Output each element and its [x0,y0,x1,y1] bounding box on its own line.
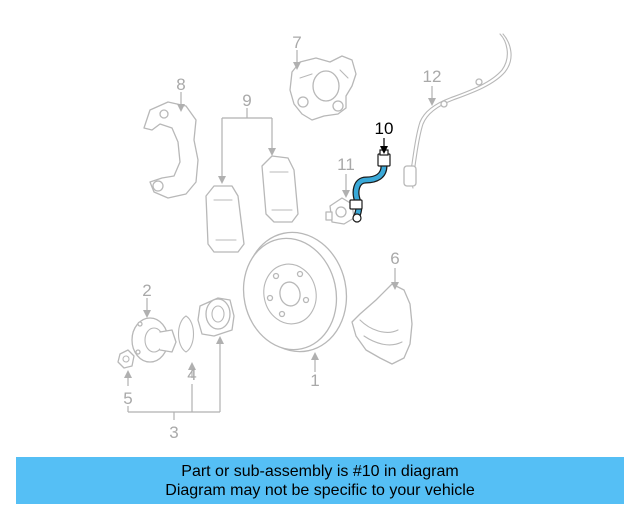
part-6-splash-shield[interactable] [351,283,413,365]
info-banner: Part or sub-assembly is #10 in diagram D… [16,457,624,504]
part-2-wheel-hub[interactable] [131,317,177,363]
part-3-wheel-bearing[interactable] [197,297,235,337]
callout-12[interactable]: 12 [423,67,442,86]
part-4-snap-ring[interactable] [177,315,195,353]
part-1-brake-rotor[interactable] [233,223,357,361]
callout-9[interactable]: 9 [242,91,251,110]
callout-10[interactable]: 10 [375,119,394,138]
part-12-abs-sensor[interactable] [403,33,512,189]
banner-line-part: Part or sub-assembly is #10 in diagram [181,462,459,480]
callout-2[interactable]: 2 [142,281,151,300]
callout-3[interactable]: 3 [169,423,178,442]
callout-11[interactable]: 11 [337,155,355,174]
callout-4[interactable]: 4 [187,365,196,384]
leader-3 [127,340,221,420]
part-8-caliper-bracket[interactable] [143,101,199,199]
leader-9 [221,108,273,180]
callout-5[interactable]: 5 [123,389,132,408]
part-5-hub-nut[interactable] [117,349,135,369]
part-10-brake-hose[interactable] [349,149,391,223]
part-7-caliper[interactable] [289,55,357,121]
banner-line-disclaimer: Diagram may not be specific to your vehi… [165,481,475,499]
callout-1[interactable]: 1 [310,371,319,390]
callout-7[interactable]: 7 [292,33,301,52]
part-11-bleeder-valve[interactable] [325,197,355,225]
part-9-brake-pads[interactable] [205,155,299,253]
callout-8[interactable]: 8 [176,75,185,94]
callout-6[interactable]: 6 [390,249,399,268]
parts-diagram: 7 8 9 12 11 [117,33,512,442]
